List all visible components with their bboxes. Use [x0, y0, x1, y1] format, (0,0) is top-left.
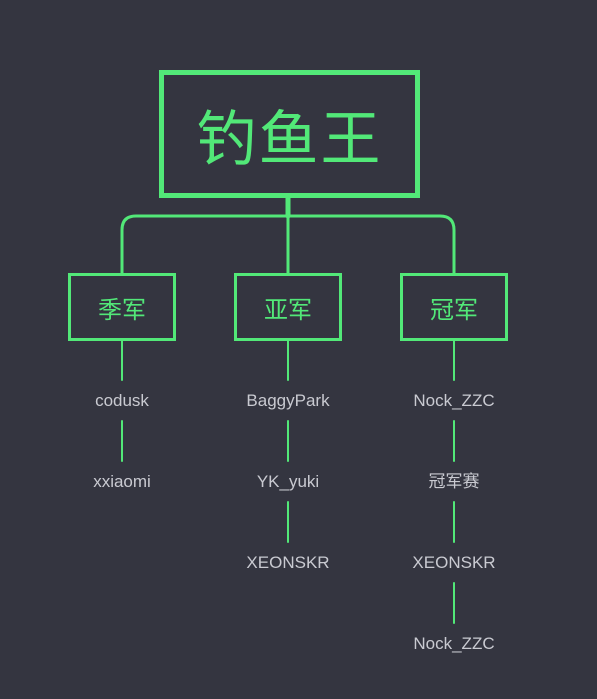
member-name: YK_yuki	[256, 472, 320, 491]
member-name: Nock_ZZC	[413, 634, 495, 653]
member-name: BaggyPark	[246, 391, 330, 410]
member-name: XEONSKR	[246, 553, 330, 572]
category-label-second-place: 亚军	[264, 295, 312, 324]
category-box-second-place: 亚军	[234, 273, 342, 341]
category-label-third-place: 季军	[98, 295, 146, 324]
root-title-box: 钓鱼王	[159, 70, 420, 198]
member-name: 冠军赛	[428, 472, 480, 491]
member-name: XEONSKR	[412, 553, 496, 572]
category-box-third-place: 季军	[68, 273, 176, 341]
category-label-first-place: 冠军	[430, 295, 478, 324]
root-title: 钓鱼王	[196, 104, 383, 175]
category-box-first-place: 冠军	[400, 273, 508, 341]
member-name: xxiaomi	[93, 472, 151, 491]
member-name: Nock_ZZC	[413, 391, 495, 410]
member-name: codusk	[95, 391, 149, 410]
